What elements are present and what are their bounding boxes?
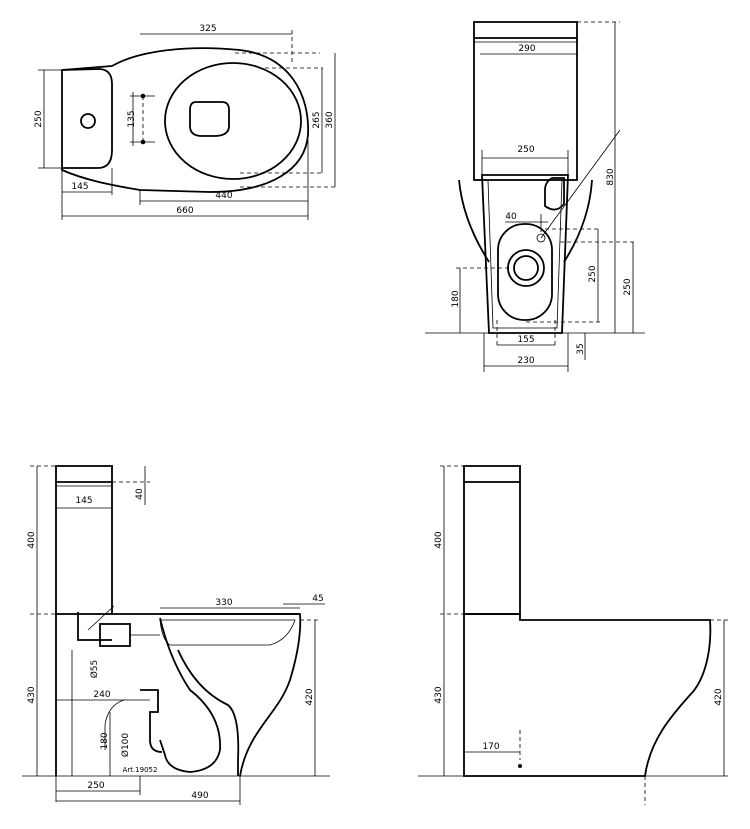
dim-265-label: 265 bbox=[312, 111, 322, 128]
dim-d100-label: Ø100 bbox=[120, 733, 131, 758]
dim-180-label: 180 bbox=[451, 290, 461, 307]
dim-170-label: 170 bbox=[482, 742, 499, 752]
dim-250r-label: 250 bbox=[588, 265, 598, 282]
top-view: 135 325 250 265 360 145 440 660 bbox=[34, 24, 336, 220]
cistern-outline bbox=[61, 68, 113, 169]
dim-360-label: 360 bbox=[325, 111, 335, 128]
fixing-point-icon bbox=[518, 764, 522, 768]
dim-40-label: 40 bbox=[505, 212, 517, 222]
seat bbox=[159, 619, 296, 646]
dim-325-label: 325 bbox=[199, 24, 216, 34]
dim-155-label: 155 bbox=[517, 335, 534, 345]
dim-240-label: 240 bbox=[93, 690, 110, 700]
pedestal-front bbox=[481, 174, 569, 334]
outlet-opening bbox=[189, 101, 230, 137]
dim-145-label: 145 bbox=[71, 182, 88, 192]
dim-290-label: 290 bbox=[518, 44, 535, 54]
overflow-slot bbox=[544, 177, 565, 211]
side-section-view: 400 145 40 330 45 Ø55 430 240 420 180 Ø1… bbox=[22, 465, 330, 805]
dim-250-label: 250 bbox=[87, 781, 104, 791]
outlet-spigot-frame bbox=[497, 223, 553, 321]
top-view-outline bbox=[61, 47, 309, 193]
pedestal-inner bbox=[487, 179, 563, 329]
dim-45-label: 45 bbox=[312, 594, 323, 604]
dim-400-label: 400 bbox=[27, 531, 37, 548]
body-outline bbox=[463, 613, 712, 777]
dim-430-label: 430 bbox=[434, 686, 444, 703]
flush-button-icon bbox=[80, 113, 96, 129]
inlet-hole bbox=[536, 233, 546, 243]
dim-440-label: 440 bbox=[215, 191, 232, 201]
front-view: 290 250 830 40 250 250 180 155 bbox=[425, 21, 645, 372]
inlet-connector bbox=[99, 623, 131, 647]
dim-490-label: 490 bbox=[191, 791, 208, 801]
cistern-side-plain bbox=[463, 465, 521, 615]
dim-400-label: 400 bbox=[434, 531, 444, 548]
dim-35-label: 35 bbox=[576, 343, 586, 354]
dim-420-label: 420 bbox=[305, 688, 315, 705]
dim-330-label: 330 bbox=[215, 598, 232, 608]
outlet-spigot-inner bbox=[513, 255, 539, 281]
bowl-side-right bbox=[563, 179, 593, 263]
inlet-leader bbox=[540, 129, 621, 239]
cistern-front bbox=[473, 21, 578, 181]
outlet-pipe-inner bbox=[104, 699, 125, 750]
inlet-pipe bbox=[77, 612, 112, 641]
dim-830-label: 830 bbox=[606, 168, 616, 185]
cistern-side bbox=[55, 465, 113, 615]
inlet-leader bbox=[87, 605, 115, 631]
dim-250rr-label: 250 bbox=[623, 278, 633, 295]
article-label: Art.19052 bbox=[123, 766, 158, 774]
dim-420-label: 420 bbox=[714, 688, 724, 705]
bowl-interior bbox=[159, 617, 221, 773]
side-view: 400 430 420 170 bbox=[418, 465, 728, 805]
trap-outline bbox=[177, 649, 240, 776]
dim-250-label: 250 bbox=[517, 145, 534, 155]
bowl-body-outline bbox=[112, 613, 302, 777]
dim-d55-label: Ø55 bbox=[89, 660, 100, 679]
dim-180-label: 180 bbox=[100, 732, 110, 749]
outlet-pipe bbox=[140, 689, 163, 753]
dim-135-label: 135 bbox=[127, 110, 137, 127]
dim-250-label: 250 bbox=[34, 110, 44, 127]
dim-430-label: 430 bbox=[27, 686, 37, 703]
dim-40-label: 40 bbox=[135, 488, 145, 500]
bowl-rim bbox=[164, 62, 302, 180]
dim-660-label: 660 bbox=[176, 206, 193, 216]
dim-230-label: 230 bbox=[517, 356, 534, 366]
dim-145-label: 145 bbox=[75, 496, 92, 506]
